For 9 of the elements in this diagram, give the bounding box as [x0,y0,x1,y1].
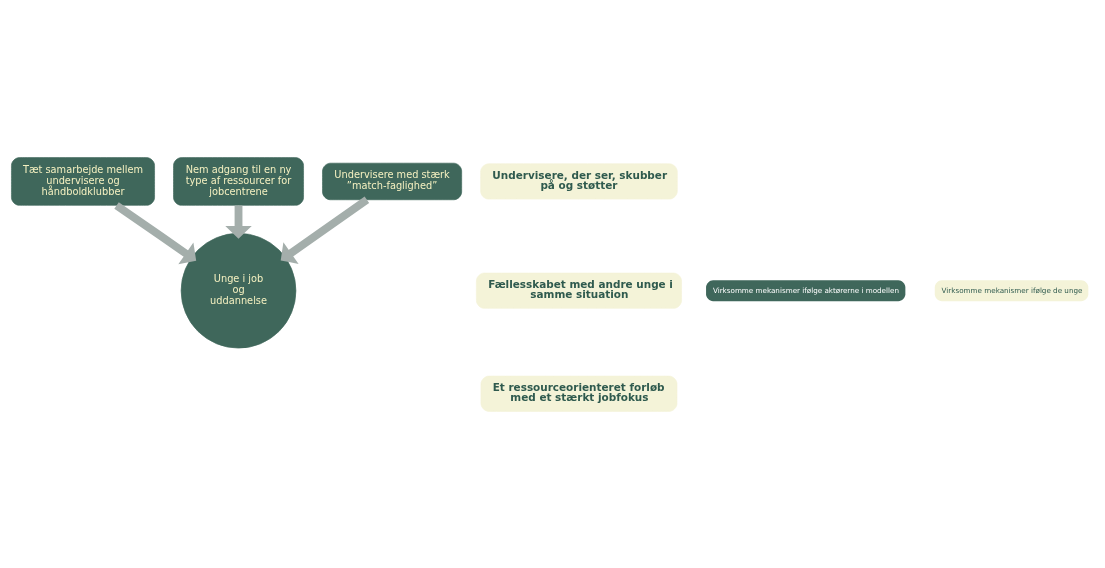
node-box: Undervisere med stærk ”match-faglighed” [322,162,462,200]
node-box: Tæt samarbejde mellem undervisere og håndboldklubber [11,156,155,206]
node-box: Et ressourceorienteret forløb med et stærkt jobfokus [480,375,678,412]
arrow [225,205,252,239]
node-box: Nem adgang til en ny type af ressourcer for jobcentrene [173,156,304,206]
node-box: Fællesskabet med andre unge i samme situation [476,272,682,309]
node-box: Undervisere, der ser, skubber på og støtter [480,163,678,199]
arrow [114,201,197,264]
arrow [280,196,370,264]
